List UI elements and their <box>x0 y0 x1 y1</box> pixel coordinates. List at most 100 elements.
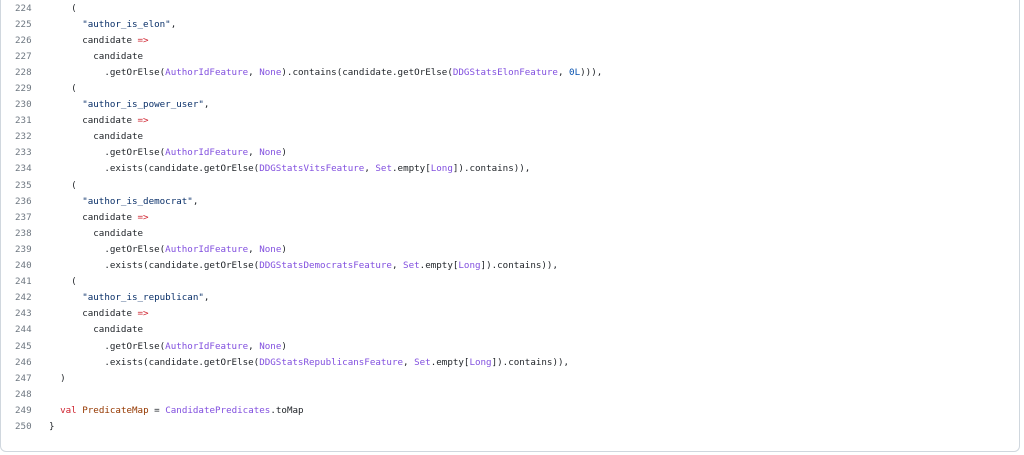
code-text: , <box>192 195 199 207</box>
type-token: None <box>259 243 282 255</box>
line-content: ( <box>35 0 602 16</box>
string-token: "author_is_democrat" <box>82 195 193 207</box>
line-number[interactable]: 243 <box>15 308 32 320</box>
line-number[interactable]: 247 <box>15 372 32 384</box>
code-table: 224 (225 "author_is_elon",226 candidate … <box>1 0 602 435</box>
line-number[interactable]: 248 <box>15 388 32 400</box>
code-text: candidate <box>49 115 138 127</box>
code-text: , <box>203 292 210 304</box>
type-token: Long <box>469 356 492 368</box>
code-line: 242 "author_is_republican", <box>1 290 602 306</box>
code-text: , <box>248 147 260 159</box>
operator-token: => <box>137 34 149 46</box>
line-number[interactable]: 225 <box>15 18 32 30</box>
code-line: 246 .exists(candidate.getOrElse(DDGStats… <box>1 354 602 370</box>
line-number[interactable]: 240 <box>15 260 32 272</box>
line-content: .exists(candidate.getOrElse(DDGStatsRepu… <box>35 354 602 370</box>
code-text: , <box>248 340 260 352</box>
code-line: 227 candidate <box>1 48 602 64</box>
code-text: .empty[ <box>419 260 459 272</box>
code-line: 243 candidate => <box>1 306 602 322</box>
line-number[interactable]: 231 <box>15 115 32 127</box>
code-line: 249 val PredicateMap = CandidatePredicat… <box>1 402 602 418</box>
code-text: .exists(candidate.getOrElse( <box>49 260 260 272</box>
line-number[interactable]: 239 <box>15 243 32 255</box>
code-line: 235 ( <box>1 177 602 193</box>
code-text: ( <box>49 179 77 191</box>
type-token: None <box>259 340 282 352</box>
line-number[interactable]: 228 <box>15 66 32 78</box>
line-number[interactable]: 238 <box>15 227 32 239</box>
code-text: ( <box>49 83 77 95</box>
code-text: , <box>391 260 404 272</box>
operator-token: => <box>137 308 149 320</box>
line-content: .exists(candidate.getOrElse(DDGStatsDemo… <box>35 258 602 274</box>
line-number[interactable]: 232 <box>15 131 32 143</box>
string-token: "author_is_elon" <box>82 18 171 30</box>
line-content: ( <box>35 274 602 290</box>
code-text: .getOrElse( <box>49 243 166 255</box>
line-number[interactable]: 235 <box>15 179 32 191</box>
type-token: Set <box>375 163 392 175</box>
operator-token: => <box>137 115 149 127</box>
code-text: .exists(candidate.getOrElse( <box>49 163 260 175</box>
line-number[interactable]: 227 <box>15 50 32 62</box>
line-content: candidate <box>35 129 602 145</box>
type-token: Set <box>414 356 431 368</box>
line-number[interactable]: 242 <box>15 292 32 304</box>
code-text: ]).contains)), <box>480 260 558 272</box>
code-text: , <box>170 18 177 30</box>
line-number[interactable]: 237 <box>15 211 32 223</box>
code-line: 248 <box>1 386 602 402</box>
line-number[interactable]: 230 <box>15 99 32 111</box>
code-text: .getOrElse( <box>49 340 166 352</box>
line-content <box>35 386 602 402</box>
type-token: AuthorIdFeature <box>165 340 249 352</box>
line-number[interactable]: 234 <box>15 163 32 175</box>
code-text: , <box>364 163 376 175</box>
line-content: .getOrElse(AuthorIdFeature, None) <box>35 241 602 257</box>
code-text: candidate <box>49 324 144 336</box>
code-line: 238 candidate <box>1 225 602 241</box>
operator-token: => <box>137 211 149 223</box>
type-token: Long <box>458 260 481 272</box>
code-line: 241 ( <box>1 274 602 290</box>
line-number[interactable]: 241 <box>15 276 32 288</box>
line-content: .getOrElse(AuthorIdFeature, None).contai… <box>35 64 602 80</box>
code-line: 234 .exists(candidate.getOrElse(DDGStats… <box>1 161 602 177</box>
type-token: None <box>259 66 282 78</box>
code-text: , <box>557 66 570 78</box>
line-number[interactable]: 236 <box>15 195 32 207</box>
line-number[interactable]: 233 <box>15 147 32 159</box>
line-number[interactable]: 226 <box>15 34 32 46</box>
line-number[interactable]: 244 <box>15 324 32 336</box>
code-text: .exists(candidate.getOrElse( <box>49 356 260 368</box>
code-text: .getOrElse( <box>49 147 166 159</box>
code-line: 229 ( <box>1 80 602 96</box>
line-number[interactable]: 250 <box>15 420 32 432</box>
code-text <box>49 405 60 416</box>
line-content: .getOrElse(AuthorIdFeature, None) <box>35 145 602 161</box>
line-number[interactable]: 224 <box>15 2 32 14</box>
line-number[interactable]: 245 <box>15 340 32 352</box>
line-content: "author_is_power_user", <box>35 97 602 113</box>
type-token: None <box>259 147 282 159</box>
line-content: } <box>35 418 602 434</box>
code-line: 244 candidate <box>1 322 602 338</box>
line-content: candidate => <box>35 32 602 48</box>
type-token: DDGStatsElonFeature <box>452 66 558 78</box>
line-number[interactable]: 249 <box>15 404 32 416</box>
line-content: "author_is_elon", <box>35 16 602 32</box>
code-line: 245 .getOrElse(AuthorIdFeature, None) <box>1 338 602 354</box>
type-token: DDGStatsRepublicansFeature <box>259 356 404 368</box>
line-number[interactable]: 246 <box>15 356 32 368</box>
line-content: ) <box>35 370 602 386</box>
code-line: 233 .getOrElse(AuthorIdFeature, None) <box>1 145 602 161</box>
code-text: , <box>203 99 210 111</box>
code-text: ) <box>281 243 287 255</box>
line-number[interactable]: 229 <box>15 83 32 95</box>
code-text: ))), <box>580 66 603 78</box>
keyword-token: val <box>60 404 77 416</box>
code-text: candidate <box>49 227 144 239</box>
